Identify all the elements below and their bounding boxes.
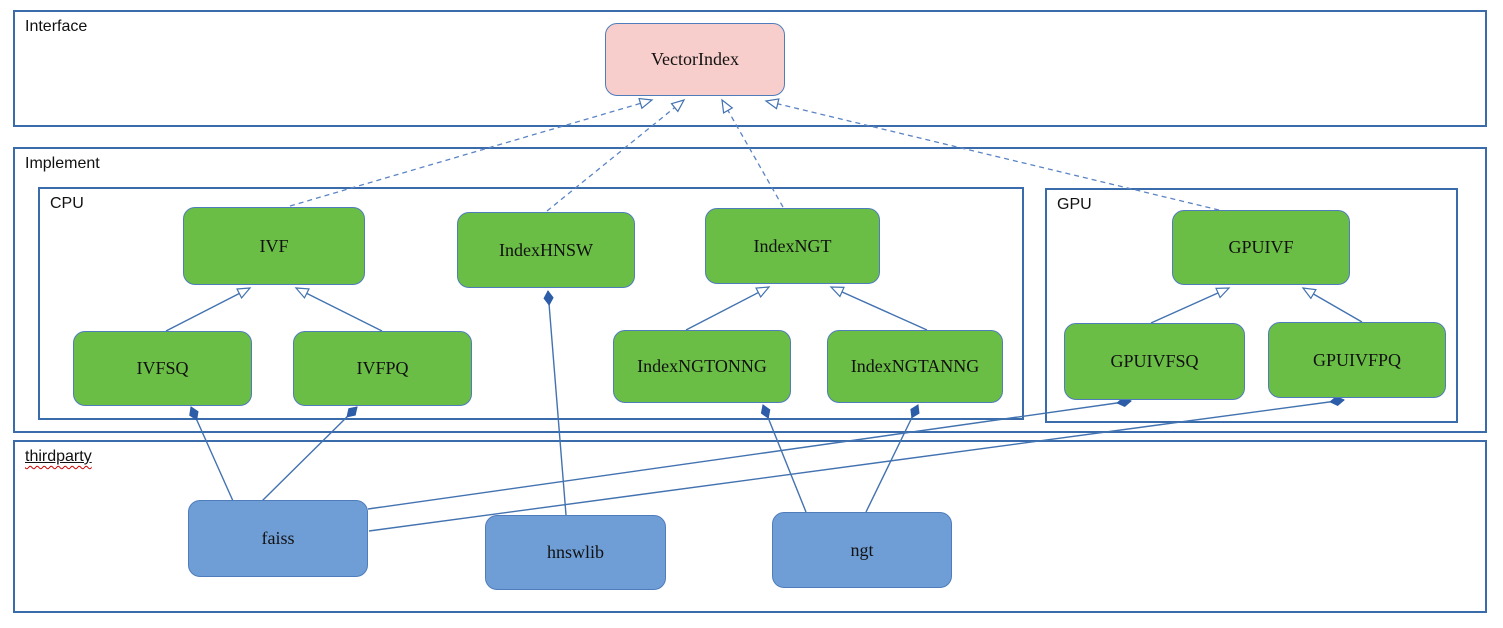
node-indexngtanng-label: IndexNGTANNG [850, 356, 980, 376]
node-vectorindex-label: VectorIndex [651, 49, 739, 69]
node-vectorindex[interactable]: VectorIndex [605, 23, 785, 96]
container-implement-label: Implement [25, 155, 100, 172]
node-indexngtanng[interactable]: IndexNGTANNG [827, 330, 1003, 403]
node-gpuivfpq-label: GPUIVFPQ [1312, 349, 1402, 370]
node-faiss[interactable]: faiss [188, 500, 368, 577]
node-hnswlib-label: hnswlib [546, 542, 604, 562]
node-gpuivfpq[interactable]: GPUIVFPQ [1268, 322, 1446, 398]
container-interface-label: Interface [25, 18, 88, 35]
node-ivfpq-label: IVFPQ [356, 358, 409, 378]
node-faiss-label: faiss [261, 528, 295, 548]
node-gpuivfsq[interactable]: GPUIVFSQ [1064, 323, 1245, 400]
node-hnswlib[interactable]: hnswlib [485, 515, 666, 590]
node-ngt[interactable]: ngt [772, 512, 952, 588]
node-gpuivf-label: GPUIVF [1228, 237, 1294, 257]
node-indexngt[interactable]: IndexNGT [705, 208, 880, 284]
node-indexngtonng-label: IndexNGTONNG [637, 356, 767, 376]
node-gpuivf[interactable]: GPUIVF [1172, 210, 1350, 285]
node-indexngtonng[interactable]: IndexNGTONNG [613, 330, 791, 403]
node-indexhnsw-label: IndexHNSW [499, 239, 593, 260]
container-cpu-label: CPU [50, 195, 84, 212]
container-thirdparty-label: thirdparty [25, 448, 92, 466]
node-ivfsq-label: IVFSQ [136, 358, 189, 378]
node-gpuivfsq-label: GPUIVFSQ [1110, 351, 1199, 371]
node-indexngt-label: IndexNGT [753, 235, 832, 256]
node-ivfsq[interactable]: IVFSQ [73, 331, 252, 406]
container-gpu-label: GPU [1057, 196, 1092, 213]
node-ivf[interactable]: IVF [183, 207, 365, 285]
node-ngt-label: ngt [850, 539, 874, 560]
node-ivfpq[interactable]: IVFPQ [293, 331, 472, 406]
node-indexhnsw[interactable]: IndexHNSW [457, 212, 635, 288]
container-thirdparty-label-text: thirdparty [25, 448, 92, 465]
node-ivf-label: IVF [259, 235, 289, 256]
